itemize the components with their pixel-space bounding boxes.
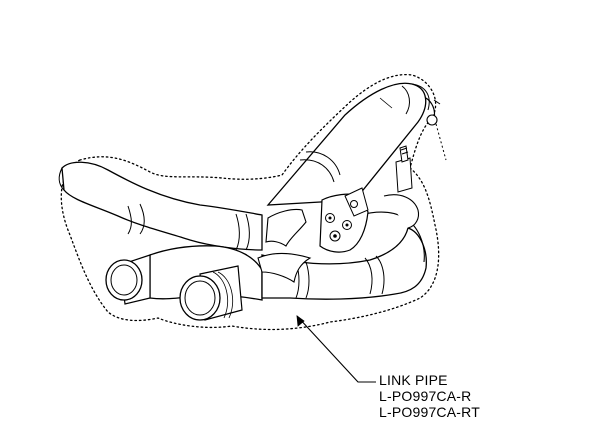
clamp-icon xyxy=(425,97,447,161)
sensor-bung xyxy=(395,145,413,193)
part-number-rt: L-PO997CA-RT xyxy=(379,404,480,420)
collector-bend xyxy=(261,194,427,300)
mounting-bracket xyxy=(319,187,369,253)
part-callout: LINK PIPE L-PO997CA-R L-PO997CA-RT xyxy=(379,372,480,420)
part-name-label: LINK PIPE xyxy=(379,372,448,388)
callout-leader xyxy=(296,315,376,383)
part-number-r: L-PO997CA-R xyxy=(379,388,472,404)
left-outlet xyxy=(105,254,151,305)
upper-link-pipe xyxy=(266,82,430,206)
flange-bracket xyxy=(257,208,312,283)
center-outlet xyxy=(179,265,243,321)
bolt-icon xyxy=(350,200,358,208)
left-pipe xyxy=(58,161,263,251)
